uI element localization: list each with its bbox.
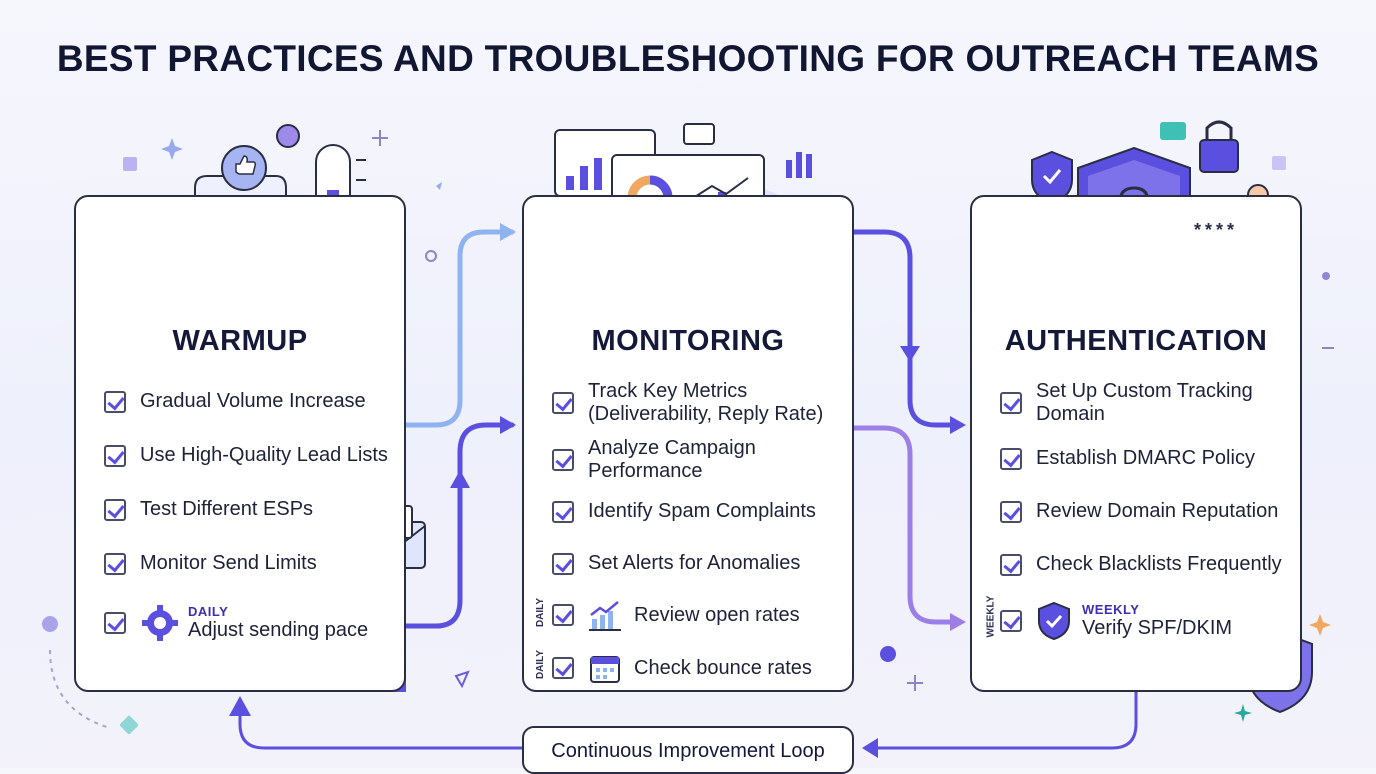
checkbox-icon[interactable] [552, 449, 574, 471]
authentication-heading: AUTHENTICATION [1004, 325, 1268, 357]
checklist-item[interactable]: Identify Spam Complaints [552, 500, 816, 523]
password-mask: **** [1194, 220, 1239, 240]
checkbox-icon[interactable] [552, 552, 574, 575]
star-icon [161, 138, 183, 160]
monitoring-card: MONITORING Track Key Metrics(Deliverabil… [522, 195, 854, 692]
daily-tag: DAILY [188, 604, 229, 619]
star-icon [1309, 614, 1331, 636]
calendar-icon [590, 656, 620, 683]
continuous-improvement-loop: Continuous Improvement Loop [522, 726, 854, 774]
gear-icon [142, 605, 178, 641]
checkbox-icon[interactable] [552, 392, 574, 414]
checkbox-icon[interactable] [552, 657, 574, 679]
sparkle-decor [42, 156, 1330, 735]
checkbox-icon[interactable] [1000, 553, 1022, 576]
checkbox-icon[interactable] [1000, 447, 1022, 470]
checkbox-icon[interactable] [1000, 392, 1022, 414]
authentication-card: **** AUTHENTICATION Set Up Custom Tracki… [970, 195, 1302, 692]
checklist-item[interactable]: Monitor Send Limits [104, 552, 317, 575]
checklist-item[interactable]: Track Key Metrics(Deliverability, Reply … [552, 380, 823, 426]
warmup-card: WARMUP Gradual Volume Increase Use High-… [74, 195, 406, 692]
loop-arrow-right [874, 690, 1138, 750]
daily-label: DAILY [535, 649, 547, 680]
checkbox-icon[interactable] [1000, 610, 1022, 632]
loop-arrow-left [238, 712, 524, 750]
monitoring-heading: MONITORING [591, 325, 785, 357]
checkbox-icon[interactable] [104, 498, 126, 521]
checkbox-icon[interactable] [552, 604, 574, 626]
daily-checklist-item[interactable]: Check bounce rates [552, 651, 812, 685]
daily-label: DAILY [535, 597, 547, 628]
checkbox-icon[interactable] [104, 390, 126, 413]
checkbox-icon[interactable] [104, 612, 126, 634]
page-title: BEST PRACTICES AND TROUBLESHOOTING FOR O… [56, 38, 1320, 79]
checklist-item[interactable]: Review Domain Reputation [1000, 500, 1278, 523]
daily-checklist-item[interactable]: Review open rates [552, 599, 800, 631]
arrow-warmup-monitoring-mid [457, 422, 515, 483]
star-icon [1234, 704, 1252, 722]
plus-decor [372, 130, 1334, 691]
checklist-item[interactable]: Gradual Volume Increase [104, 390, 366, 413]
chart-up-icon [589, 601, 621, 631]
warmup-heading: WARMUP [172, 325, 308, 357]
arrow-monitoring-auth-top [851, 229, 963, 428]
checkbox-icon[interactable] [104, 552, 126, 575]
shield-check-icon [1038, 601, 1070, 641]
checklist-item[interactable]: Establish DMARC Policy [1000, 447, 1255, 470]
checklist-item[interactable]: Check Blacklists Frequently [1000, 553, 1282, 576]
arrow-warmup-up [403, 477, 463, 629]
arrow-monitoring-auth-bottom [851, 425, 963, 625]
checklist-item[interactable]: Use High-Quality Lead Lists [104, 444, 388, 467]
weekly-tag: WEEKLY [1082, 602, 1140, 617]
arrow-warmup-monitoring-top [403, 229, 515, 428]
checkbox-icon[interactable] [552, 500, 574, 523]
checklist-item[interactable]: Set Alerts for Anomalies [552, 552, 800, 575]
checkbox-icon[interactable] [104, 444, 126, 467]
gear-icon [276, 124, 300, 148]
checkbox-icon[interactable] [1000, 500, 1022, 523]
checklist-item[interactable]: Test Different ESPs [104, 498, 313, 521]
weekly-label: WEEKLY [985, 595, 997, 638]
